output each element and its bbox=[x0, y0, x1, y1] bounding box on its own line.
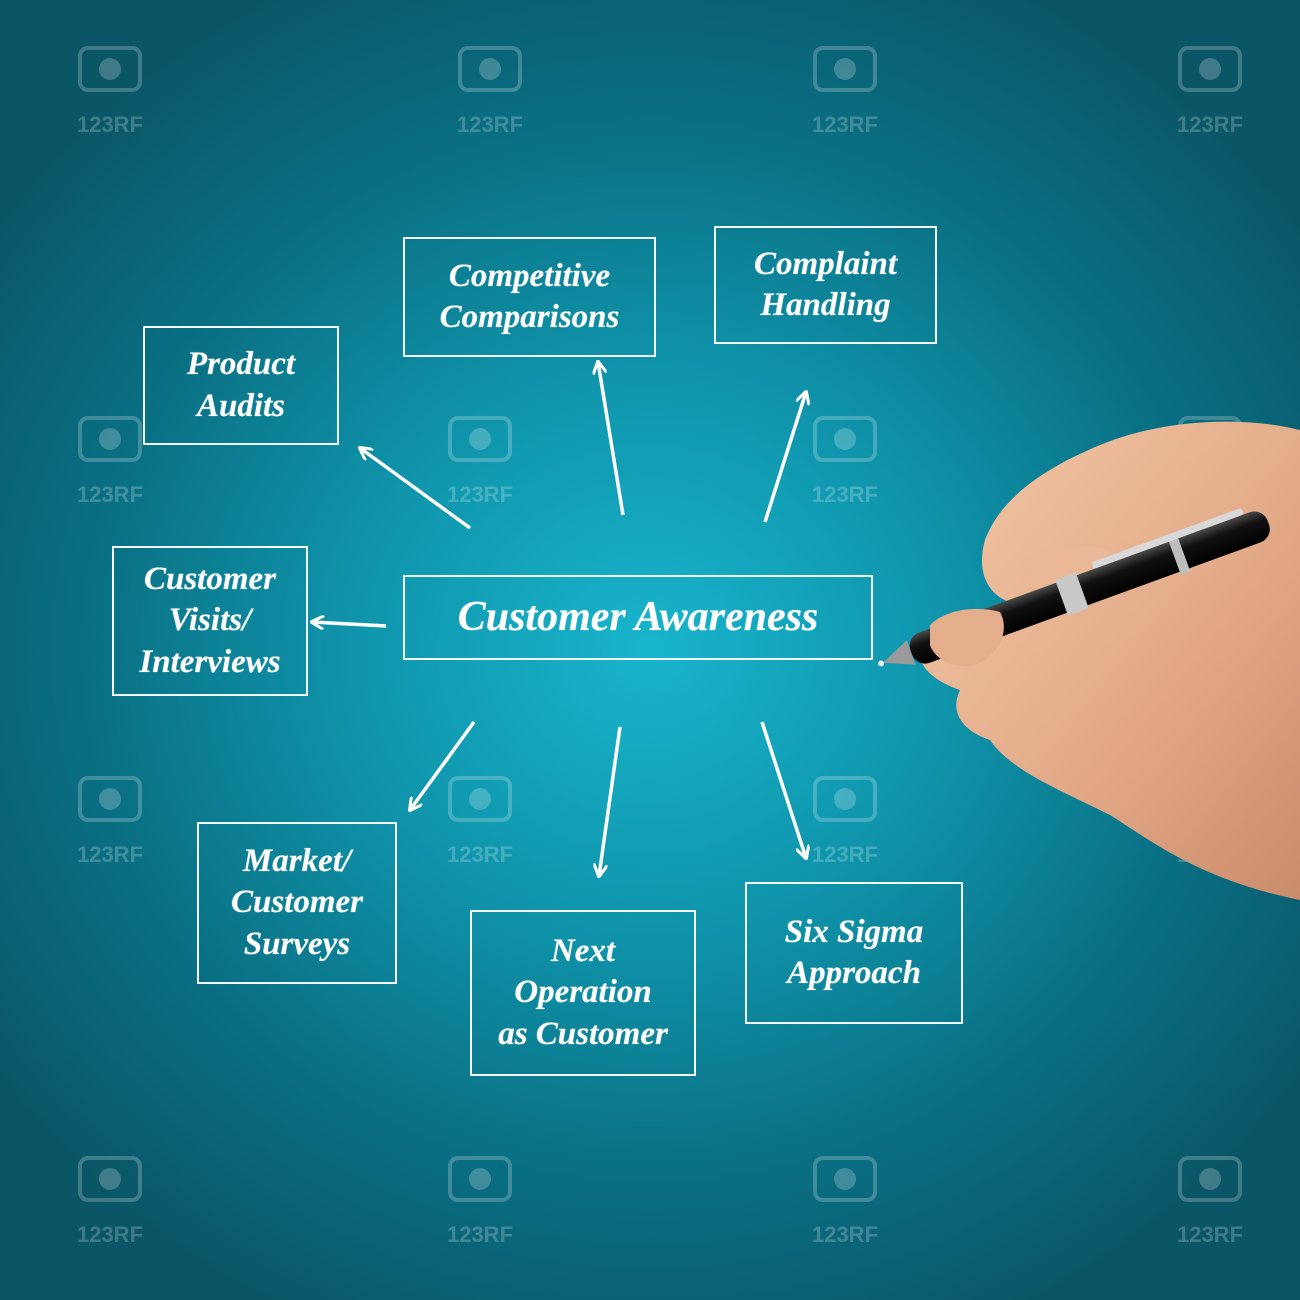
label-competitive-comparisons: Competitive Comparisons bbox=[439, 257, 620, 335]
watermark-text: 123RF bbox=[77, 842, 143, 867]
camera-icon bbox=[78, 1156, 142, 1202]
camera-icon bbox=[448, 416, 512, 462]
box-product-audits: Product Audits bbox=[143, 326, 339, 445]
watermark: 123RF bbox=[77, 776, 143, 867]
label-market-surveys: Market/ Customer Surveys bbox=[230, 843, 364, 962]
watermark-text: 123RF bbox=[1177, 1222, 1243, 1247]
arrow-to-customer-visits bbox=[312, 622, 387, 626]
camera-icon bbox=[458, 46, 522, 92]
thumb-shape bbox=[1020, 545, 1120, 590]
watermark: 123RF bbox=[447, 416, 513, 507]
box-customer-visits: Customer Visits/ Interviews bbox=[112, 546, 308, 696]
watermark-text: 123RF bbox=[812, 112, 878, 137]
watermark: 123RF bbox=[77, 1156, 143, 1247]
arrow-to-product-audits bbox=[360, 448, 472, 530]
label-product-audits: Product Audits bbox=[186, 346, 296, 424]
arrow-to-complaint-handling bbox=[763, 392, 806, 523]
watermark: 123RF bbox=[1177, 1156, 1243, 1247]
label-next-operation: Next Operation as Customer bbox=[498, 933, 668, 1052]
camera-icon bbox=[813, 776, 877, 822]
watermark: 123RF bbox=[1177, 46, 1243, 137]
box-market-surveys: Market/ Customer Surveys bbox=[197, 822, 397, 984]
box-competitive-comparisons: Competitive Comparisons bbox=[403, 237, 656, 357]
camera-icon bbox=[813, 46, 877, 92]
watermark-text: 123RF bbox=[812, 842, 878, 867]
camera-icon bbox=[78, 416, 142, 462]
watermark: 123RF bbox=[447, 1156, 513, 1247]
watermark-text: 123RF bbox=[447, 842, 513, 867]
arrow-to-market-surveys bbox=[410, 720, 476, 810]
watermark-text: 123RF bbox=[77, 482, 143, 507]
center-label: Customer Awareness bbox=[457, 594, 819, 641]
label-six-sigma: Six Sigma Approach bbox=[784, 913, 924, 991]
label-customer-visits: Customer Visits/ Interviews bbox=[139, 561, 281, 680]
watermark: 123RF bbox=[77, 46, 143, 137]
camera-icon bbox=[813, 416, 877, 462]
watermark-text: 123RF bbox=[447, 482, 513, 507]
camera-icon bbox=[1178, 1156, 1242, 1202]
box-next-operation: Next Operation as Customer bbox=[470, 910, 696, 1076]
watermark: 123RF bbox=[812, 416, 878, 507]
camera-icon bbox=[448, 776, 512, 822]
watermark: 123RF bbox=[812, 1156, 878, 1247]
box-complaint-handling: Complaint Handling bbox=[714, 226, 937, 344]
watermark: 123RF bbox=[77, 416, 143, 507]
watermark: 123RF bbox=[812, 776, 878, 867]
watermark-text: 123RF bbox=[77, 112, 143, 137]
arrow-to-next-operation bbox=[599, 726, 622, 876]
camera-icon bbox=[78, 776, 142, 822]
camera-icon bbox=[448, 1156, 512, 1202]
watermark-text: 123RF bbox=[447, 1222, 513, 1247]
arrow-to-six-sigma bbox=[760, 721, 806, 858]
camera-icon bbox=[78, 46, 142, 92]
watermark-text: 123RF bbox=[812, 482, 878, 507]
fingers-shape bbox=[930, 608, 1004, 667]
center-box-customer-awareness: Customer Awareness bbox=[403, 575, 873, 660]
label-complaint-handling: Complaint Handling bbox=[753, 245, 898, 323]
watermark-text: 123RF bbox=[812, 1222, 878, 1247]
camera-icon bbox=[1178, 46, 1242, 92]
arrow-to-competitive-comparisons bbox=[598, 362, 625, 516]
camera-icon bbox=[813, 1156, 877, 1202]
watermark: 123RF bbox=[457, 46, 523, 137]
watermark: 123RF bbox=[447, 776, 513, 867]
watermark-text: 123RF bbox=[457, 112, 523, 137]
watermark: 123RF bbox=[812, 46, 878, 137]
watermark-text: 123RF bbox=[1177, 112, 1243, 137]
watermark-text: 123RF bbox=[77, 1222, 143, 1247]
box-six-sigma: Six Sigma Approach bbox=[745, 882, 963, 1024]
